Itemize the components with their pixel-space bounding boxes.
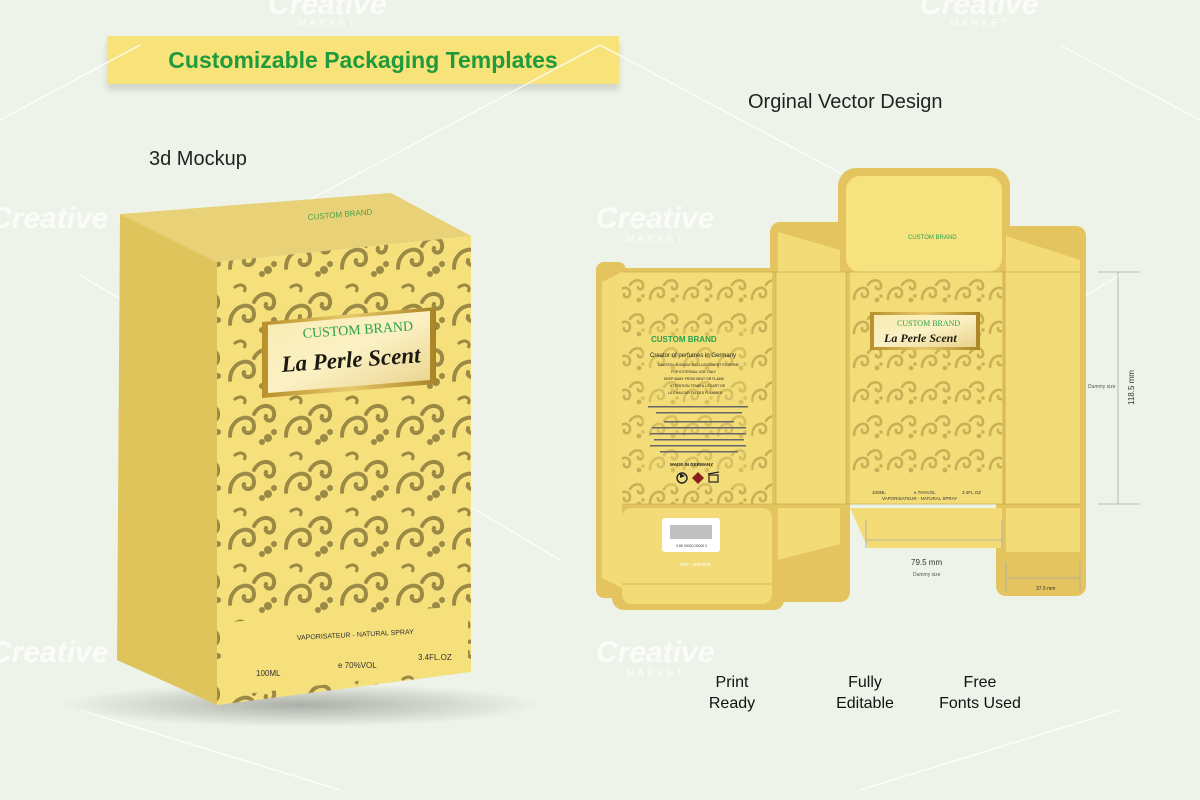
back-spine [1006, 272, 1080, 504]
bottom-flap [850, 508, 1002, 548]
dimension-lines [865, 271, 1140, 592]
watermark-sub: MARKET [950, 18, 1010, 29]
side-spine [776, 272, 846, 504]
feature-free-fonts: Free Fonts Used [930, 672, 1030, 714]
side-caution-line: ATTENTION TENIR A L'ECART DE [670, 384, 726, 388]
box-top-face [120, 193, 471, 262]
side-tagline: Creator of perfumes in Germany [650, 353, 736, 359]
side-caution-line: LA CHALEUR OU DES FLAMMES. [668, 391, 723, 395]
feature-print-ready: Print Ready [692, 672, 772, 714]
made-in-label: MADE IN GERMANY [670, 462, 713, 467]
width-caption: Dummy size [913, 572, 941, 578]
hazard-icon [692, 472, 704, 484]
dieline-volume-oz: 3.4FL.OZ [962, 490, 981, 495]
dieline-label [874, 315, 976, 347]
width-dimension: 79.5 mm [911, 558, 942, 567]
front-panel [850, 272, 1002, 504]
side-caution-line: KEEP AWAY FROM HEAT OR FLAME. [664, 377, 725, 381]
height-caption: Dummy size [1088, 384, 1116, 390]
watermark-brand: Creative [920, 0, 1038, 21]
feature-line: Fonts Used [939, 695, 1021, 712]
side-panel [622, 272, 772, 504]
front-panel-band [850, 478, 1002, 504]
box-side-face [117, 214, 217, 705]
box-front-bottom-band [228, 606, 468, 696]
dust-flap-right [1006, 236, 1080, 272]
top-tuck-flap [846, 176, 1002, 272]
barcode [670, 525, 712, 539]
feature-fully-editable: Fully Editable [825, 672, 905, 714]
side-panel-text-area [642, 328, 752, 488]
height-dimension: 118.5 mm [1127, 370, 1136, 405]
bottom-dust-flap-right [1006, 508, 1080, 552]
watermark-brand: Creative [268, 0, 386, 21]
dieline-product-name: La Perle Scent [883, 331, 957, 345]
disposal-icon [707, 471, 720, 483]
watermark-brand: Creative [596, 202, 714, 235]
dieline-top-brand: CUSTOM BRAND [908, 235, 957, 241]
watermark-sub: MARKET [626, 234, 686, 245]
vector-design-label: Orginal Vector Design [748, 91, 943, 113]
feature-line: Print [715, 674, 749, 691]
dieline-volume-ml: 100ML [872, 490, 886, 495]
banner-title: Customizable Packaging Templates [168, 46, 558, 73]
depth-dimension: 37.5 mm [1036, 586, 1055, 592]
title-banner: Customizable Packaging Templates [107, 36, 619, 84]
fold-lines [622, 271, 1080, 585]
dieline-alcohol: e 70%VOL [914, 490, 936, 495]
side-fine-print [648, 406, 748, 453]
watermark-brand: Creative [596, 636, 714, 669]
watermark-brand: Creative [0, 202, 108, 235]
barcode-numbers: 0 85 00000 00000 0 [676, 544, 707, 548]
box-volume-oz: 3.4FL.OZ [418, 653, 452, 662]
watermark-sub: MARKET [298, 18, 358, 29]
side-caution-line: CAUTION: A USAGE EXCLUSIVEMENT EXTERNE [658, 363, 740, 367]
watermark-brand: Creative [0, 636, 108, 669]
bottom-dust-flap-left [778, 508, 840, 560]
bottom-tuck-flap [622, 508, 772, 604]
feature-line: Ready [708, 695, 756, 712]
dieline-spray-text: VAPORISATEUR - NATURAL SPRAY [882, 496, 957, 501]
dieline-brand: CUSTOM BRAND [897, 319, 960, 328]
reference-code: REF : 0000000 [680, 562, 711, 567]
side-brand: CUSTOM BRAND [651, 335, 717, 344]
feature-line: Editable [836, 695, 894, 712]
box-alcohol: e 70%VOL [338, 661, 377, 670]
dust-flap-left [778, 232, 840, 272]
watermark-sub: MARKET [626, 668, 686, 679]
feature-line: Free [963, 674, 997, 691]
box-label [268, 311, 430, 393]
recycle-icon [676, 472, 688, 484]
box-shadow [60, 683, 540, 727]
feature-line: Fully [848, 674, 882, 691]
glue-flap [602, 272, 622, 588]
mockup-label: 3d Mockup [149, 148, 247, 170]
side-caution-line: FOR EXTERNAL USE ONLY [671, 370, 717, 374]
box-volume-ml: 100ML [256, 669, 281, 678]
